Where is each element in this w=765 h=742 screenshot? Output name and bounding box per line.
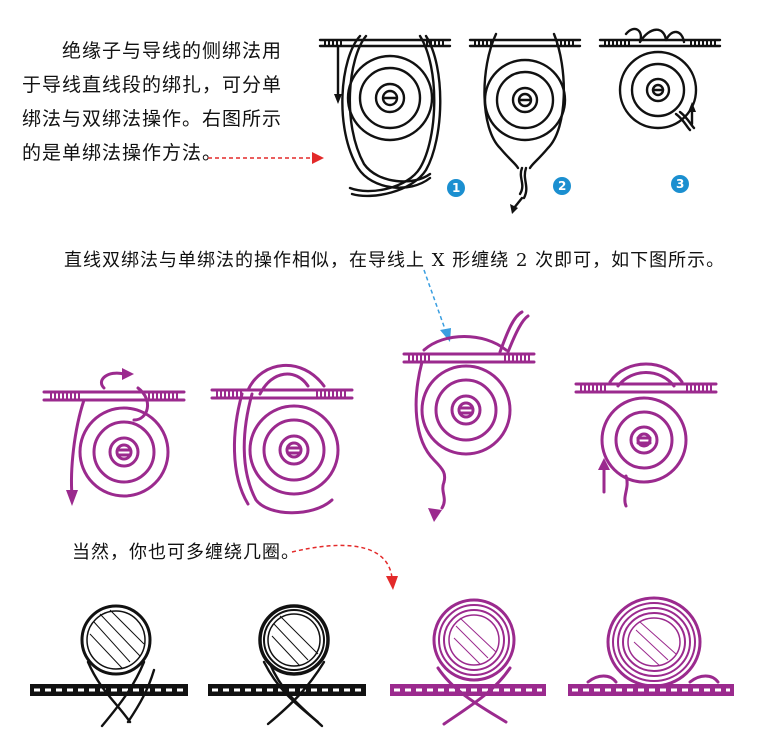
step-badge-3-label: 3 [676,177,684,191]
red-curved-arrow-icon [291,544,398,590]
double-tie-paragraph: 直线双绑法与单绑法的操作相似，在导线上 X 形缠绕 2 次即可，如下图所示。 [64,250,726,271]
red-pointer-arrow-icon [208,152,324,164]
step-badge-2-label: 2 [558,179,566,193]
wrap-loop-black-1-figure [30,604,188,728]
wire-wrap-loop-icon [568,596,734,696]
wrap-loop-black-2-figure [208,604,366,728]
wrap-loop-magenta-2-figure [568,596,734,696]
intro-paragraph: 绝缘子与导线的侧绑法用于导线直线段的绑扎，可分单绑法与双绑法操作。右图所示的是单… [22,34,284,170]
double-tie-step-4-figure [574,362,718,508]
single-tie-step-3-figure: 3 [598,27,722,193]
step-badge-2-icon [553,177,571,195]
insulator-double-tie-icon [574,362,718,508]
insulator-single-tie-icon [318,34,452,198]
insulator-double-tie-icon [402,310,536,522]
double-tie-step-1-figure [42,368,186,506]
insulator-single-tie-icon [598,27,722,132]
wire-wrap-loop-icon [30,604,188,728]
wrap-loop-magenta-1-figure [390,598,546,726]
wire-wrap-loop-icon [390,598,546,726]
insulator-double-tie-icon [210,363,354,515]
double-tie-step-2-figure [210,363,354,515]
wire-wrap-loop-icon [208,604,366,728]
step-badge-1-icon [447,179,465,197]
step-badge-1-label: 1 [452,181,460,195]
insulator-single-tie-icon [468,32,582,214]
step-badge-3-icon [671,175,689,193]
single-tie-step-2-figure: 2 [468,32,582,214]
double-tie-step-3-figure [402,310,536,522]
intro-text: 绝缘子与导线的侧绑法用于导线直线段的绑扎，可分单绑法与双绑法操作。右图所示的是单… [22,40,283,164]
insulator-double-tie-icon [42,368,186,506]
more-wraps-paragraph: 当然，你也可多缠绕几圈。 [72,542,300,563]
single-tie-step-1-figure: 1 [318,34,465,198]
